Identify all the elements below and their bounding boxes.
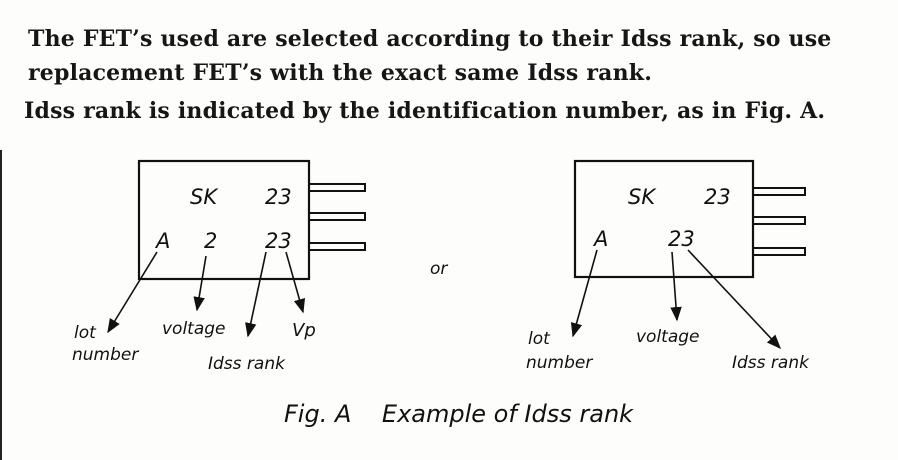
left-voltage-arrow <box>193 255 207 312</box>
right-label-voltage: voltage <box>636 327 700 347</box>
caption-text: Example of Idss rank <box>381 400 634 428</box>
right-lot-arrow <box>570 249 598 338</box>
right-idss-arrow <box>687 249 781 350</box>
left-lot-code: A <box>154 229 170 253</box>
left-label-idss: Idss rank <box>208 354 286 374</box>
figure-caption: Fig. A Example of Idss rank <box>284 400 633 428</box>
right-label-number: number <box>526 353 593 373</box>
right-rank-code: 23 <box>668 227 695 251</box>
left-rank-code: 23 <box>265 229 292 253</box>
right-label-idss: Idss rank <box>732 353 810 373</box>
paragraph-line-3: Idss rank is indicated by the identifica… <box>24 98 826 124</box>
right-lot-code: A <box>592 227 608 251</box>
caption-fig-label: Fig. A <box>284 400 352 428</box>
right-fet-leads <box>752 187 806 256</box>
left-fet-body <box>137 159 311 281</box>
left-fet-leads <box>308 183 366 251</box>
paragraph-line-2: replacement FET’s with the exact same Id… <box>28 60 653 86</box>
left-arrows <box>107 251 306 338</box>
separator-or: or <box>430 259 448 279</box>
fig-a-diagram: SK 23 A 2 23 lot number voltage Vp Idss … <box>72 159 810 374</box>
right-arrows <box>570 249 781 350</box>
left-vp-arrow <box>285 251 306 314</box>
left-label-lot: lot <box>74 323 97 343</box>
left-label-number: number <box>72 345 139 365</box>
left-fet-diagram: SK 23 A 2 23 lot number voltage Vp Idss … <box>72 159 366 374</box>
left-idss-arrow <box>245 251 267 338</box>
right-sk-prefix: SK <box>628 185 657 209</box>
paragraph-line-1: The FET’s used are selected according to… <box>28 26 832 52</box>
right-label-lot: lot <box>528 329 551 349</box>
left-label-voltage: voltage <box>162 319 226 339</box>
left-voltage-code: 2 <box>204 229 217 253</box>
page-edge-rule <box>0 150 2 460</box>
left-sk-prefix: SK <box>190 185 219 209</box>
right-sk-number: 23 <box>704 185 731 209</box>
right-fet-diagram: SK 23 A 23 lot number voltage Idss rank <box>526 159 810 373</box>
left-label-vp: Vp <box>292 320 316 341</box>
right-voltage-arrow <box>670 251 682 322</box>
left-lot-arrow <box>107 251 158 334</box>
left-sk-number: 23 <box>265 185 292 209</box>
right-fet-body <box>573 159 755 279</box>
